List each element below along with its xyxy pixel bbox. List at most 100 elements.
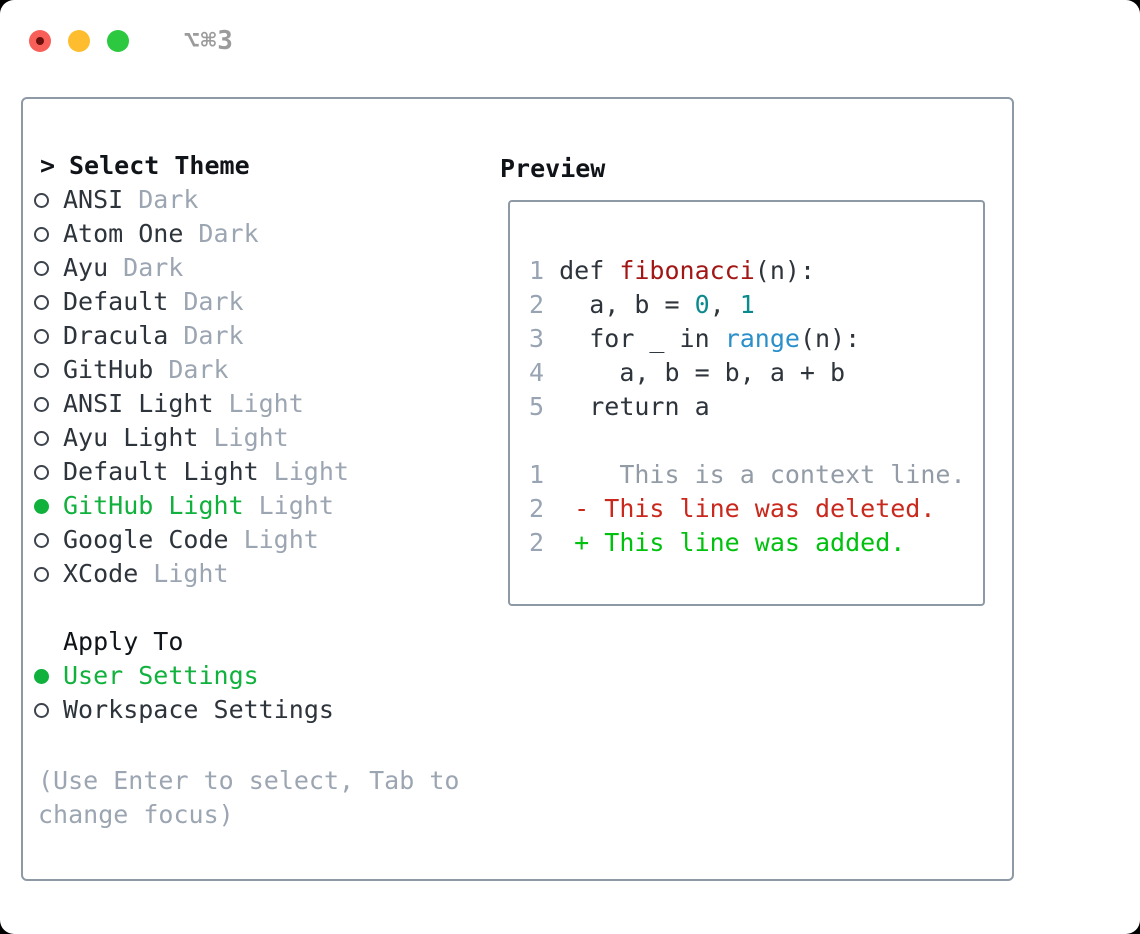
minimize-button[interactable] (68, 30, 90, 52)
theme-name: Default Light (63, 457, 259, 486)
code-token: 1 (739, 290, 755, 319)
radio-circle (34, 430, 49, 446)
window-title: ⌥⌘3 (184, 26, 234, 56)
theme-name: Default (63, 287, 169, 316)
code-token: This is a context line. (544, 460, 966, 489)
close-dot-icon (36, 37, 44, 45)
code-token: (n): (799, 324, 861, 353)
select-theme-title: Select Theme (69, 151, 250, 180)
code-token: , (709, 290, 740, 319)
prompt-caret-icon: > (40, 151, 56, 180)
radio-circle (34, 396, 49, 412)
theme-name: ANSI (63, 185, 124, 214)
theme-name: Ayu Light (63, 423, 199, 452)
theme-variant: Dark (198, 219, 259, 248)
code-token: 5 (529, 392, 545, 421)
code-token: def (544, 256, 620, 285)
radio-icon (34, 192, 63, 208)
code-token: 0 (694, 290, 710, 319)
theme-name: Dracula (63, 321, 169, 350)
apply-to-header: Apply To (34, 625, 459, 659)
radio-icon (34, 294, 63, 310)
radio-circle (34, 226, 49, 242)
theme-variant: Dark (183, 287, 244, 316)
theme-option-ayu[interactable]: Ayu Dark (34, 251, 459, 285)
code-token: range (724, 324, 800, 353)
theme-variant: Dark (138, 185, 199, 214)
code-token: 1 (529, 256, 545, 285)
code-line: 2 - This line was deleted. (529, 492, 966, 526)
code-token: fibonacci (619, 256, 755, 285)
theme-variant: Dark (168, 355, 229, 384)
code-token: 2 (529, 528, 545, 557)
radio-circle (34, 464, 49, 480)
code-token: return a (544, 392, 710, 421)
theme-variant: Light (153, 559, 229, 588)
code-line: 2 a, b = 0, 1 (529, 288, 966, 322)
titlebar: ⌥⌘3 (29, 26, 234, 56)
radio-circle (34, 532, 49, 548)
radio-circle (34, 294, 49, 310)
radio-icon (34, 260, 63, 276)
code-line: 4 a, b = b, a + b (529, 356, 966, 390)
code-token: 2 (529, 290, 545, 319)
apply-to-title: Apply To (63, 627, 184, 656)
select-theme-header: > Select Theme (34, 149, 459, 183)
code-token: a, b = (544, 290, 695, 319)
code-token: 1 (529, 460, 545, 489)
apply-option-workspace-settings[interactable]: Workspace Settings (34, 693, 459, 727)
radio-icon (34, 566, 63, 582)
radio-circle (34, 362, 49, 378)
radio-circle (34, 702, 49, 718)
code-token: for _ in (544, 324, 725, 353)
theme-variant: Dark (123, 253, 184, 282)
code-line: 2 + This line was added. (529, 526, 966, 560)
radio-icon (34, 362, 63, 378)
radio-icon (34, 532, 63, 548)
theme-option-default[interactable]: Default Dark (34, 285, 459, 319)
theme-option-dracula[interactable]: Dracula Dark (34, 319, 459, 353)
theme-variant: Light (258, 491, 334, 520)
theme-variant: Dark (183, 321, 244, 350)
apply-option-label: User Settings (63, 661, 259, 690)
radio-icon (34, 396, 63, 412)
code-token: 4 (529, 358, 545, 387)
radio-icon (34, 702, 63, 718)
radio-selected-icon (34, 498, 63, 514)
radio-icon (34, 464, 63, 480)
code-line: 1 def fibonacci(n): (529, 254, 966, 288)
hint-line-2: change focus) (38, 800, 234, 829)
radio-circle (34, 566, 49, 582)
preview-title: Preview (500, 154, 606, 183)
close-button[interactable] (29, 30, 51, 52)
theme-variant: Light (243, 525, 319, 554)
code-token: - This line was deleted. (544, 494, 936, 523)
maximize-button[interactable] (107, 30, 129, 52)
theme-option-github-light[interactable]: GitHub Light Light (34, 489, 459, 523)
radio-circle (34, 260, 49, 276)
apply-option-user-settings[interactable]: User Settings (34, 659, 459, 693)
theme-name: Ayu (63, 253, 109, 282)
code-line (529, 424, 966, 458)
theme-name: GitHub Light (63, 491, 244, 520)
theme-name: Atom One (63, 219, 184, 248)
theme-option-ansi[interactable]: ANSI Dark (34, 183, 459, 217)
code-token: 2 (529, 494, 545, 523)
hint-line-1: (Use Enter to select, Tab to (38, 766, 460, 795)
radio-circle (34, 498, 49, 514)
apply-option-label: Workspace Settings (63, 695, 334, 724)
theme-name: ANSI Light (63, 389, 214, 418)
code-line: 3 for _ in range(n): (529, 322, 966, 356)
theme-option-atom-one[interactable]: Atom One Dark (34, 217, 459, 251)
